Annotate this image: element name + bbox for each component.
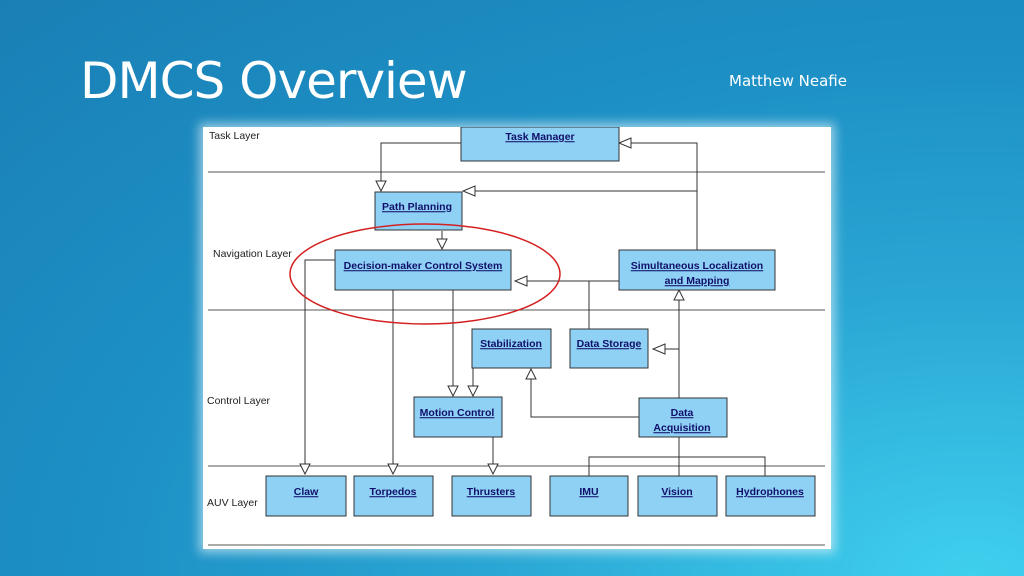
box-data-storage: Data Storage [569,328,649,369]
layer-label-task: Task Layer [209,130,260,142]
box-claw: Claw [265,475,347,517]
slide-title: DMCS Overview [80,52,468,110]
connectors [304,142,766,476]
architecture-diagram: Task Layer Navigation Layer Control Laye… [203,127,831,549]
layer-label-control: Control Layer [207,395,271,407]
box-label-slam-2: and Mapping [665,275,730,287]
box-label-data-acq-2: Acquisition [653,422,710,434]
box-label-task-manager: Task Manager [505,131,574,143]
layer-label-auv: AUV Layer [207,497,258,509]
box-label-data-acq-1: Data [671,407,694,419]
box-imu: IMU [549,475,629,517]
layer-label-navigation: Navigation Layer [213,248,292,260]
box-dmcs: Decision-maker Control System [334,249,512,291]
box-label-imu: IMU [579,486,598,498]
author-name: Matthew Neafie [729,72,847,90]
box-label-thrusters: Thrusters [467,486,516,498]
box-label-dmcs: Decision-maker Control System [344,260,503,272]
box-label-vision: Vision [661,486,692,498]
box-label-hydrophones: Hydrophones [736,486,804,498]
box-stabilization: Stabilization [471,328,552,369]
box-label-motion-control: Motion Control [420,407,495,419]
box-label-torpedos: Torpedos [369,486,416,498]
arrowheads [299,137,685,476]
box-slam: Simultaneous Localization and Mapping [618,249,776,291]
box-task-manager: Task Manager [460,127,620,162]
box-torpedos: Torpedos [353,475,434,517]
highlight-ellipse [289,223,561,325]
box-label-claw: Claw [294,486,319,498]
box-vision: Vision [637,475,718,517]
box-label-path-planning: Path Planning [382,201,452,213]
box-label-data-storage: Data Storage [577,338,642,350]
box-motion-control: Motion Control [413,396,503,438]
box-hydrophones: Hydrophones [725,475,816,517]
box-label-stabilization: Stabilization [480,338,542,350]
box-label-slam-1: Simultaneous Localization [631,260,763,272]
box-thrusters: Thrusters [451,475,532,517]
box-data-acquisition: Data Acquisition [638,397,728,438]
